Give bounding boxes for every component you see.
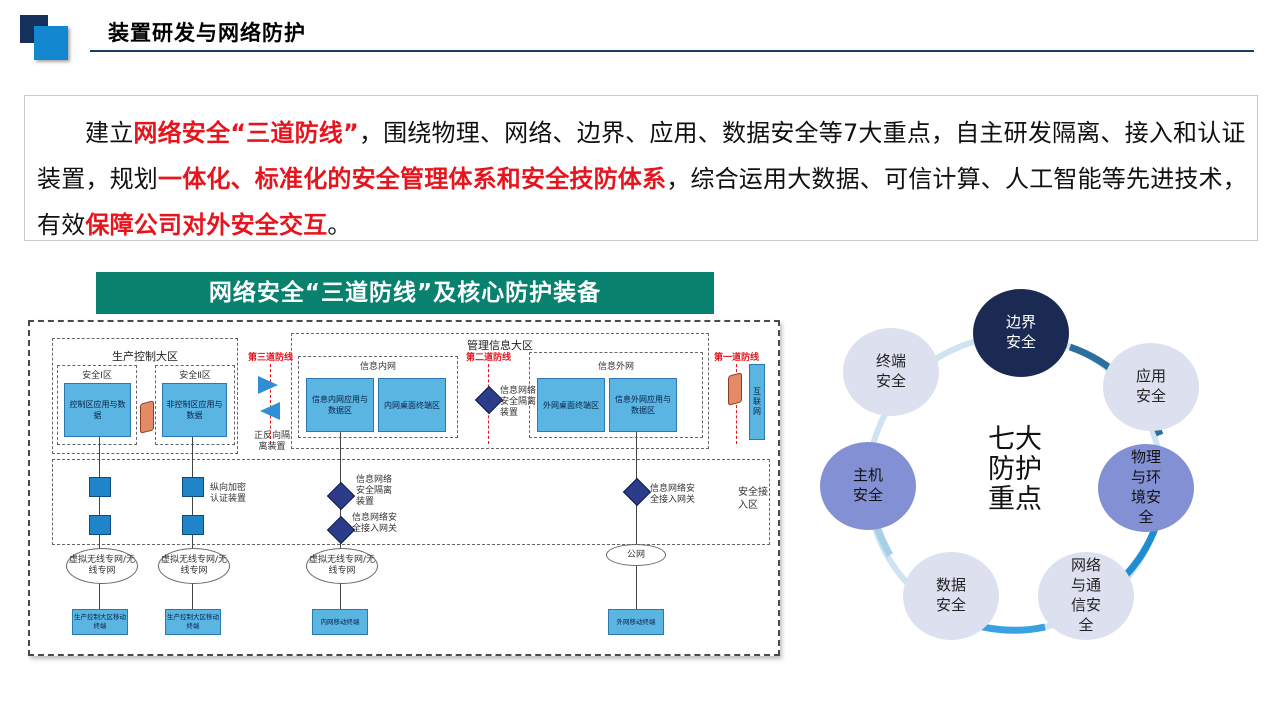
control-zone-app-box: 控制区应用与数据 xyxy=(64,383,131,437)
page-title: 装置研发与网络防护 xyxy=(108,21,306,45)
intro-highlight-3: 保障公司对外安全交互 xyxy=(85,211,328,239)
outer-network-label: 信息外网 xyxy=(597,362,634,372)
focus-node-network: 网络与通信安全 xyxy=(1038,552,1134,640)
focus-node-data: 数据安全 xyxy=(903,552,999,640)
vertical-encryption-label: 纵向加密认证装置 xyxy=(210,483,247,504)
focus-node-host: 主机安全 xyxy=(820,442,916,530)
virtual-wireless-net-1: 虚拟无线专网/无线专网 xyxy=(66,548,138,584)
encryption-device-icon xyxy=(182,515,204,535)
focus-node-data-label: 数据安全 xyxy=(935,577,966,614)
mobile-terminal-1: 生产控制大区移动终端 xyxy=(72,609,128,635)
intro-text-1: 建立 xyxy=(85,119,134,147)
focus-node-application-label: 应用安全 xyxy=(1135,368,1166,405)
virtual-wireless-net-2: 虚拟无线专网/无线专网 xyxy=(158,548,230,584)
network-defense-diagram xyxy=(28,320,780,656)
inner-app-data-box: 信息内网应用与数据区 xyxy=(306,378,374,432)
outer-app-data-box: 信息外网应用与数据区 xyxy=(609,378,677,432)
focus-node-terminal-label: 终端安全 xyxy=(875,353,906,390)
focus-node-physical-label: 物理与环境安全 xyxy=(1130,449,1161,526)
encryption-device-icon xyxy=(89,477,111,497)
inner-mobile-terminal: 内网移动终端 xyxy=(312,609,368,635)
focus-node-terminal: 终端安全 xyxy=(843,328,939,416)
forward-isolation-arrow-icon xyxy=(258,376,278,394)
lower-isolation-device-label: 信息网络安全隔离装置 xyxy=(356,475,393,507)
secure-access-zone xyxy=(52,459,770,545)
virtual-wireless-net-3: 虚拟无线专网/无线专网 xyxy=(306,548,378,584)
management-info-zone xyxy=(291,333,709,449)
mobile-terminal-2: 生产控制大区移动终端 xyxy=(165,609,221,635)
diagram-title: 网络安全“三道防线”及核心防护装备 xyxy=(96,272,714,314)
connector-line-4 xyxy=(636,432,637,609)
reverse-isolation-arrow-icon xyxy=(260,402,280,420)
title-divider xyxy=(90,50,1254,52)
inner-access-gateway-label: 信息网络安全接入网关 xyxy=(352,513,398,534)
security-zone-1 xyxy=(57,365,137,445)
header-logo-square-light xyxy=(34,26,68,60)
intro-box: 建立网络安全“三道防线”，围绕物理、网络、边界、应用、数据安全等7大重点，自主研… xyxy=(24,95,1258,241)
internet-box: 互联网 xyxy=(749,364,765,440)
focus-node-application: 应用安全 xyxy=(1103,343,1199,431)
inner-desktop-box: 内网桌面终端区 xyxy=(378,378,446,432)
outer-network-zone xyxy=(529,352,703,438)
focus-node-host-label: 主机安全 xyxy=(852,467,883,504)
firewall-icon xyxy=(140,400,154,434)
first-defense-line-label: 第一道防线 xyxy=(714,353,760,363)
production-control-zone xyxy=(52,338,238,454)
focus-node-boundary-label: 边界安全 xyxy=(1005,314,1036,351)
upper-isolation-device-label: 信息网络安全隔离装置 xyxy=(500,386,537,418)
intro-text-4: 。 xyxy=(327,211,352,239)
intro-highlight-1: 网络安全“三道防线” xyxy=(133,119,359,147)
intro-text-3: ，综合运用大数据、可信计算、人工智能等先进技术，有效 xyxy=(37,165,1248,239)
focus-node-physical: 物理与环境安全 xyxy=(1098,444,1194,532)
inner-network-zone xyxy=(298,356,458,438)
intro-highlight-2: 一体化、标准化的安全管理体系和安全技防体系 xyxy=(158,165,667,193)
non-control-zone-app-box: 非控制区应用与数据 xyxy=(162,383,227,437)
focus-center-label: 七大防护重点 xyxy=(988,424,1042,514)
management-info-zone-label: 管理信息大区 xyxy=(467,339,533,352)
secure-access-zone-label: 安全接入区 xyxy=(738,487,768,511)
perimeter-firewall-icon xyxy=(728,372,742,406)
focus-node-boundary: 边界安全 xyxy=(973,289,1069,377)
reverse-isolation-label: 正反向隔离装置 xyxy=(254,431,291,452)
intro-text-2: ，围绕物理、网络、边界、应用、数据安全等7大重点，自主研发隔离、接入和认证装置，… xyxy=(37,119,1246,193)
focus-node-network-label: 网络与通信安全 xyxy=(1070,557,1101,634)
first-defense-line xyxy=(736,364,737,444)
security-zone-2 xyxy=(155,365,235,445)
encryption-device-icon xyxy=(182,477,204,497)
inner-network-label: 信息内网 xyxy=(359,362,396,372)
intro-paragraph: 建立网络安全“三道防线”，围绕物理、网络、边界、应用、数据安全等7大重点，自主研… xyxy=(37,110,1247,248)
security-zone-1-label: 安全Ⅰ区 xyxy=(82,371,112,381)
production-control-zone-label: 生产控制大区 xyxy=(112,350,178,363)
security-zone-2-label: 安全Ⅱ区 xyxy=(179,371,211,381)
encryption-device-icon xyxy=(89,515,111,535)
third-defense-line-label: 第三道防线 xyxy=(248,353,294,363)
outer-mobile-terminal: 外网移动终端 xyxy=(608,609,664,635)
public-network: 公网 xyxy=(606,544,666,566)
outer-access-gateway-label: 信息网络安全接入网关 xyxy=(650,484,696,505)
outer-desktop-box: 外网桌面终端区 xyxy=(537,378,605,432)
second-defense-line-label: 第二道防线 xyxy=(466,353,512,363)
